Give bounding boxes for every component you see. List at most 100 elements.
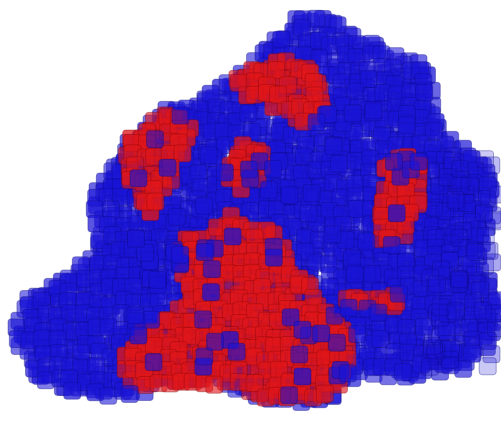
voxel: [489, 185, 501, 204]
voxel: [477, 241, 496, 260]
voxel: [430, 176, 449, 195]
voxel: [430, 308, 449, 327]
voxel: [215, 163, 234, 182]
voxel: [269, 85, 287, 104]
voxel: [441, 339, 460, 358]
voxel: [315, 384, 334, 403]
voxel: [478, 332, 497, 350]
voxel: [443, 157, 462, 175]
voxel: [223, 227, 242, 246]
voxel: [307, 113, 326, 132]
voxel: [63, 381, 82, 400]
voxel: [427, 342, 445, 361]
voxel: [449, 274, 468, 293]
voxel: [312, 324, 331, 343]
voxel: [387, 204, 406, 223]
voxel: [415, 317, 433, 336]
voxel: [488, 291, 501, 310]
voxel: [167, 207, 186, 226]
voxel: [280, 386, 299, 405]
voxel: [484, 212, 501, 231]
voxel: [451, 159, 470, 178]
voxel: [425, 344, 444, 363]
voxel: [435, 202, 454, 220]
voxel: [421, 268, 440, 287]
voxel: [412, 355, 431, 374]
voxel: [446, 302, 465, 321]
voxel: [475, 203, 493, 222]
voxel: [148, 270, 167, 289]
voxel: [194, 310, 213, 329]
voxel: [280, 186, 299, 205]
voxel: [239, 104, 258, 123]
voxel: [348, 325, 367, 344]
voxel: [432, 260, 450, 279]
voxel: [438, 168, 457, 187]
voxel: [450, 176, 469, 195]
voxel: [146, 192, 165, 211]
voxel: [450, 269, 469, 288]
voxel: [397, 116, 416, 135]
voxel: [452, 171, 471, 190]
voxel: [443, 151, 462, 170]
voxel: [343, 249, 361, 268]
voxel: [423, 337, 441, 355]
voxel: [363, 264, 382, 283]
voxel: [484, 210, 501, 229]
voxel: [415, 83, 434, 102]
voxel: [428, 275, 446, 294]
voxel: [345, 264, 364, 283]
voxel: [307, 9, 326, 28]
voxel: [227, 342, 246, 361]
voxel-layer-cluster-a-front: [120, 101, 428, 405]
voxel: [146, 130, 164, 149]
voxel: [424, 121, 443, 140]
voxel: [447, 193, 466, 212]
voxel: [299, 204, 318, 223]
voxel: [259, 180, 278, 199]
voxel: [431, 298, 450, 317]
voxel: [420, 357, 439, 376]
voxel: [129, 326, 148, 345]
voxel: [171, 106, 190, 125]
voxel: [460, 318, 479, 337]
voxel: [136, 243, 154, 262]
voxel: [323, 225, 342, 244]
voxel: [195, 243, 214, 261]
voxel: [454, 222, 473, 241]
voxel: [440, 350, 459, 369]
voxel: [451, 271, 470, 290]
voxel: [293, 320, 312, 339]
voxel: [199, 146, 218, 165]
voxel: [171, 245, 190, 264]
voxel: [127, 229, 145, 248]
voxel: [487, 319, 501, 338]
voxel: [202, 283, 220, 302]
voxel: [389, 284, 408, 303]
voxel: [364, 101, 383, 120]
voxel: [290, 345, 309, 364]
voxel: [485, 304, 501, 323]
voxel: [382, 236, 401, 254]
voxel: [446, 190, 465, 209]
voxel: [240, 160, 258, 179]
voxel: [426, 228, 445, 247]
voxel: [129, 169, 148, 188]
voxel: [457, 194, 476, 212]
voxel: [438, 304, 457, 323]
voxel: [371, 329, 390, 348]
voxel: [454, 359, 473, 378]
voxel: [126, 306, 145, 325]
voxel: [281, 308, 300, 327]
voxel: [195, 347, 214, 366]
voxel: [482, 345, 501, 364]
voxel: [173, 144, 192, 163]
voxel: [434, 340, 453, 359]
voxel: [393, 363, 412, 381]
voxel: [229, 73, 248, 92]
voxel: [343, 104, 362, 123]
voxel: [101, 200, 120, 219]
voxel: [338, 364, 357, 383]
